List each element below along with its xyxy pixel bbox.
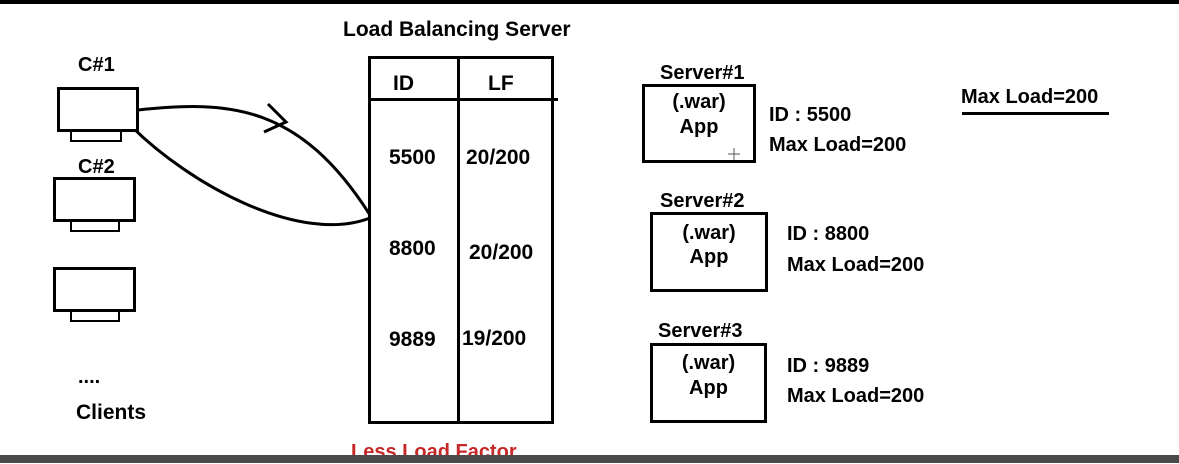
lb-row-3-id: 9889 <box>389 328 436 351</box>
server-2-title: Server#2 <box>660 190 745 212</box>
max-load-underline <box>962 112 1109 115</box>
server-2-app: App <box>689 246 729 268</box>
server-2-max-load: Max Load=200 <box>787 254 925 276</box>
lb-col-lf-header: LF <box>488 72 514 95</box>
lb-row-1-lf: 20/200 <box>466 146 531 169</box>
clients-ellipsis: .... <box>78 366 101 388</box>
server-3-app: App <box>689 377 728 399</box>
client-1-label: C#1 <box>78 54 115 76</box>
server-3-title: Server#3 <box>658 320 743 342</box>
client-3-stand <box>70 310 120 322</box>
server-2-war: (.war) <box>682 222 736 244</box>
server-1-war: (.war) <box>672 91 726 113</box>
cursor-crosshair-icon <box>728 147 740 160</box>
server-1-id: ID : 5500 <box>769 104 852 126</box>
server-1-box[interactable] <box>642 84 756 163</box>
server-1-title: Server#1 <box>660 62 745 84</box>
server-3-box[interactable] <box>650 343 767 423</box>
lb-header-divider <box>368 98 558 101</box>
client-2-label: C#2 <box>78 156 115 178</box>
server-3-war: (.war) <box>681 352 736 374</box>
lb-row-2-id: 8800 <box>389 237 436 260</box>
clients-caption: Clients <box>76 401 147 424</box>
server-3-id: ID : 9889 <box>787 355 870 377</box>
lb-row-2-lf: 20/200 <box>469 241 534 264</box>
lb-column-divider <box>457 56 460 424</box>
bottom-bar <box>0 455 1179 463</box>
server-2-box[interactable] <box>650 212 768 292</box>
lb-row-3-lf: 19/200 <box>462 327 527 350</box>
top-border <box>0 0 1179 4</box>
server-2-id: ID : 8800 <box>787 223 870 245</box>
lb-col-id-header: ID <box>393 72 414 95</box>
lb-row-1-id: 5500 <box>389 146 436 169</box>
server-1-max-load: Max Load=200 <box>769 134 907 156</box>
client-3-monitor[interactable] <box>53 267 136 312</box>
server-3-max-load: Max Load=200 <box>787 385 925 407</box>
client-2-stand <box>70 220 120 232</box>
client-1-stand <box>70 130 122 142</box>
load-balancer-title: Load Balancing Server <box>343 18 571 41</box>
server-1-app: App <box>679 116 719 138</box>
load-balancer-table <box>368 56 554 424</box>
max-load-note: Max Load=200 <box>961 86 1099 108</box>
client-2-monitor[interactable] <box>53 177 136 222</box>
client-1-monitor[interactable] <box>57 87 139 132</box>
